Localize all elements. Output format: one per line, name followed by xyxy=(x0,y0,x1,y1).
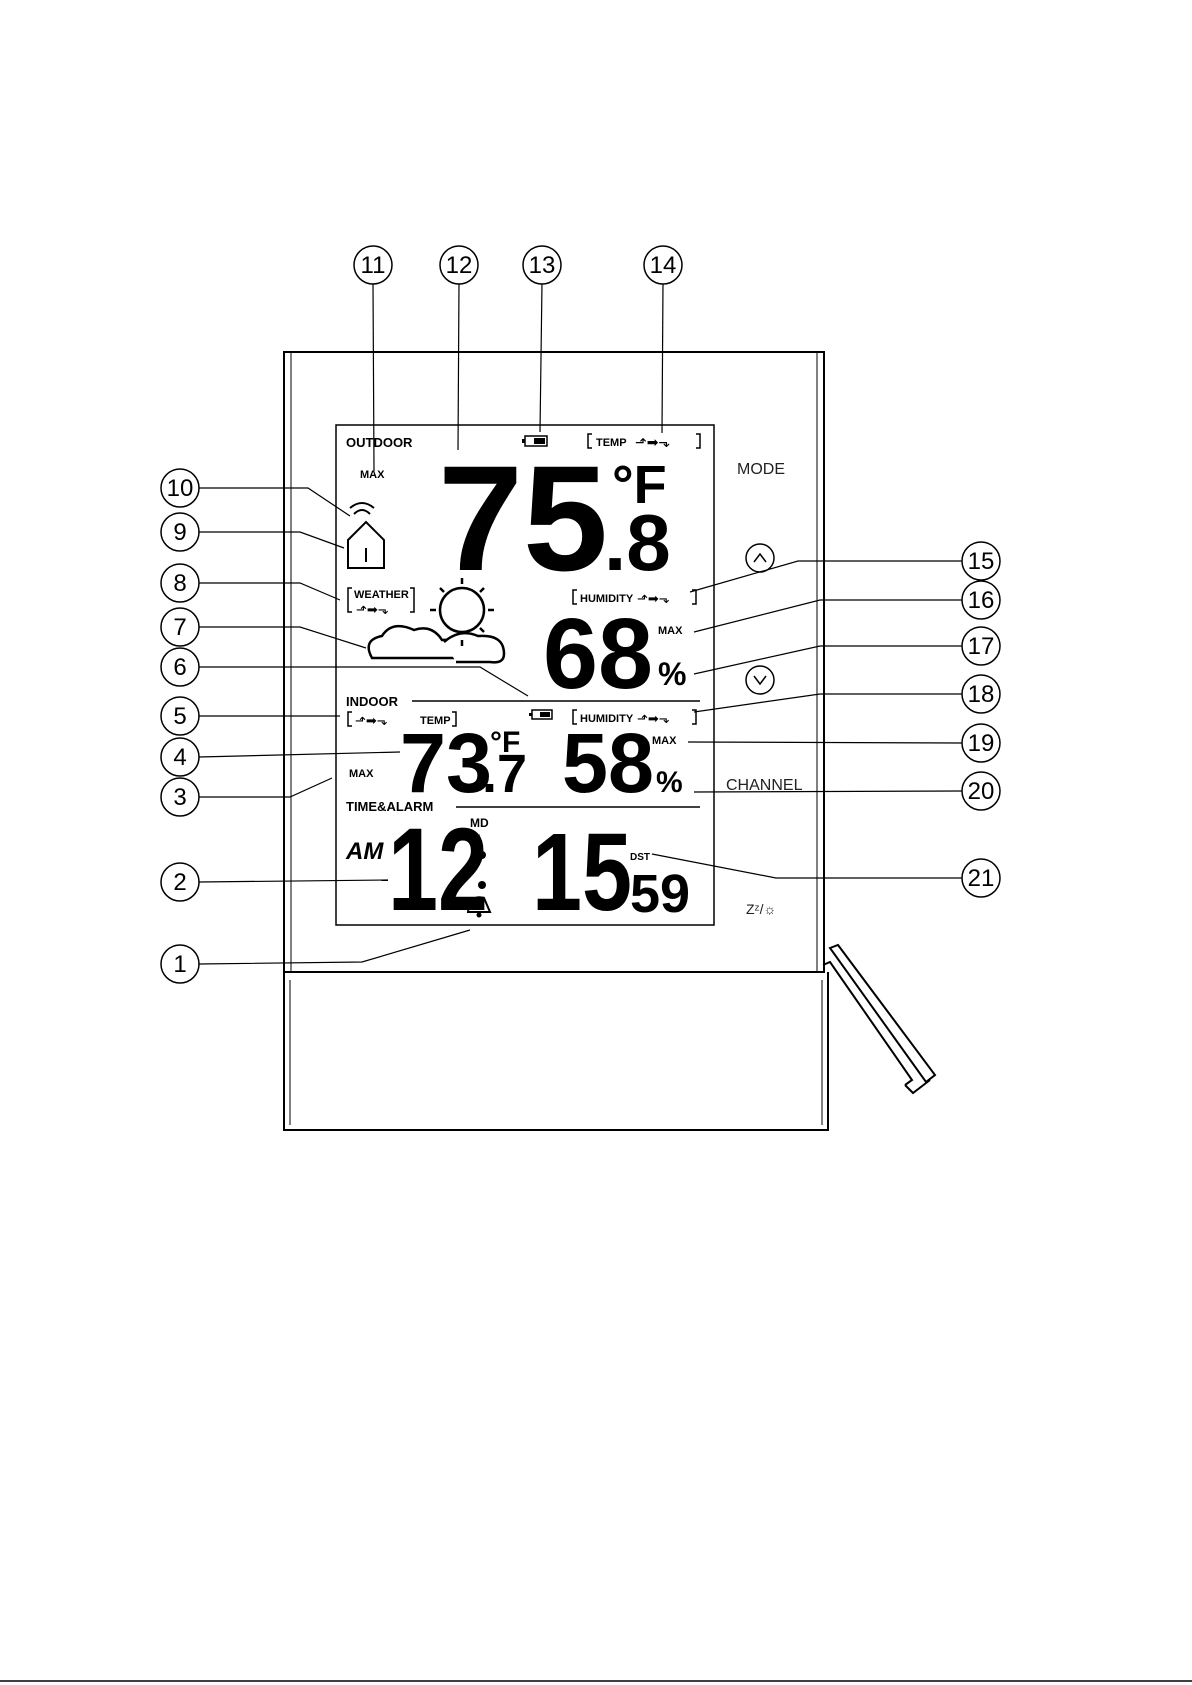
callout-7: 7 xyxy=(161,608,199,646)
callout-number: 9 xyxy=(173,519,186,546)
svg-text:WEATHER: WEATHER xyxy=(354,589,409,601)
chevron-down-icon xyxy=(754,676,766,684)
callout-number: 15 xyxy=(968,548,995,575)
callout-number: 1 xyxy=(173,951,186,978)
callout-number: 3 xyxy=(173,784,186,811)
callout-number: 18 xyxy=(968,681,995,708)
indoor-title: INDOOR xyxy=(346,694,399,709)
callout-13: 13 xyxy=(523,246,561,284)
outdoor-humidity-value: 68 xyxy=(543,598,653,710)
snooze-light-button[interactable]: Zᶻ/☼ xyxy=(746,901,776,917)
outdoor-title: OUTDOOR xyxy=(346,435,413,450)
callout-11: 11 xyxy=(354,246,392,284)
colon-dot xyxy=(478,881,486,889)
callout-number: 12 xyxy=(446,252,473,279)
outdoor-temp-unit: °F xyxy=(612,455,667,515)
dst-indicator: DST xyxy=(630,852,650,863)
callout-8: 8 xyxy=(161,564,199,602)
callout-number: 17 xyxy=(968,633,995,660)
outdoor-max-label: MAX xyxy=(360,469,385,481)
md-indicator: MD xyxy=(470,816,489,830)
indoor-humidity-max-label: MAX xyxy=(652,735,677,747)
callout-6: 6 xyxy=(161,648,199,686)
callout-number: 13 xyxy=(529,252,556,279)
device-stand xyxy=(284,972,828,1130)
indoor-humidity-value: 58 xyxy=(562,716,654,810)
callout-number: 2 xyxy=(173,869,186,896)
mode-button[interactable]: MODE xyxy=(737,461,785,478)
battery-door xyxy=(823,945,935,1093)
callout-number: 21 xyxy=(968,865,995,892)
callout-5: 5 xyxy=(161,697,199,735)
callout-18: 18 xyxy=(962,675,1000,713)
time-seconds: 59 xyxy=(630,864,690,924)
indoor-temp-unit: °F xyxy=(490,726,520,759)
outdoor-humidity-unit: % xyxy=(658,656,686,692)
trend-arrows: ⬏➡⬎ xyxy=(355,713,388,728)
callout-number: 6 xyxy=(173,654,186,681)
callout-number: 5 xyxy=(173,703,186,730)
callout-number: 14 xyxy=(650,252,677,279)
callout-number: 16 xyxy=(968,587,995,614)
weather-trend-indicator: WEATHER ⬏➡⬎ xyxy=(348,588,414,617)
callout-2: 2 xyxy=(161,863,199,901)
callout-9: 9 xyxy=(161,513,199,551)
am-pm-indicator: AM xyxy=(345,838,384,865)
callout-17: 17 xyxy=(962,627,1000,665)
callout-number: 11 xyxy=(361,252,386,279)
time-minutes: 15 xyxy=(532,811,632,934)
indoor-temp-value: 73 xyxy=(400,716,492,810)
callout-16: 16 xyxy=(962,581,1000,619)
callout-number: 8 xyxy=(173,570,186,597)
callout-number: 7 xyxy=(173,614,186,641)
up-button[interactable] xyxy=(746,544,774,572)
callout-12: 12 xyxy=(440,246,478,284)
callout-10: 10 xyxy=(161,469,199,507)
callout-number: 10 xyxy=(167,475,194,502)
indoor-temp-max-label: MAX xyxy=(349,768,374,780)
down-button[interactable] xyxy=(746,666,774,694)
snooze-indicator: Z xyxy=(473,832,480,846)
callout-19: 19 xyxy=(962,724,1000,762)
trend-arrows: ⬏➡⬎ xyxy=(635,434,670,450)
indoor-battery-icon xyxy=(529,710,552,719)
weather-trend-arrows: ⬏➡⬎ xyxy=(356,602,389,617)
callout-3: 3 xyxy=(161,778,199,816)
indoor-humidity-unit: % xyxy=(656,766,683,799)
callout-15: 15 xyxy=(962,542,1000,580)
callout-number: 19 xyxy=(968,730,995,757)
callout-number: 20 xyxy=(968,778,995,805)
callout-1: 1 xyxy=(161,945,199,983)
callout-14: 14 xyxy=(644,246,682,284)
callout-20: 20 xyxy=(962,772,1000,810)
signal-house-icon xyxy=(348,503,384,568)
chevron-up-icon xyxy=(754,554,766,562)
callout-21: 21 xyxy=(962,859,1000,897)
outdoor-humidity-max-label: MAX xyxy=(658,625,683,637)
colon-dot xyxy=(478,851,486,859)
callout-4: 4 xyxy=(161,738,199,776)
outdoor-temp-value: 75 xyxy=(438,434,608,602)
callout-number: 4 xyxy=(173,744,186,771)
